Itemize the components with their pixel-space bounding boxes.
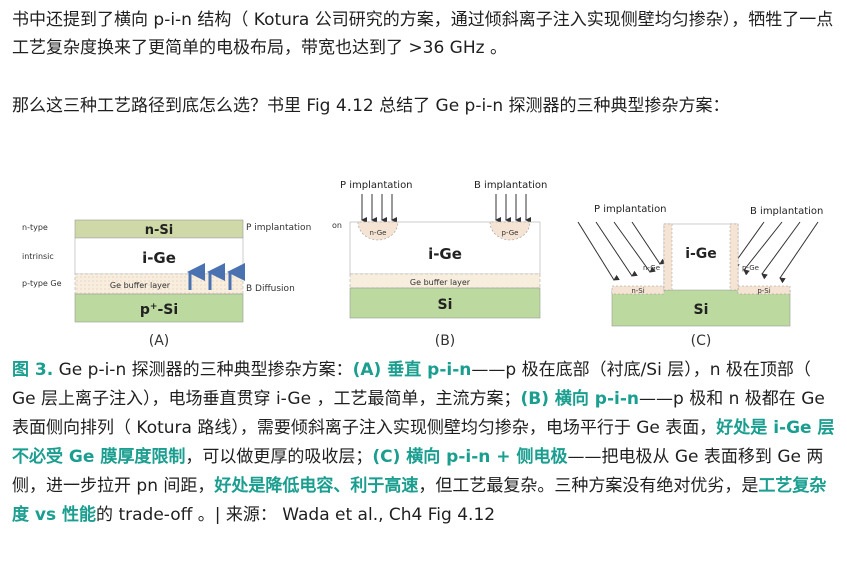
label-b-implantation-b: B implantation <box>474 180 547 191</box>
mesa-i-ge-c-label: i-Ge <box>685 246 717 262</box>
figure-doping-schemes: n-type intrinsic p-type Ge n-Si i-Ge Ge … <box>0 172 847 352</box>
label-b-implantation-c: B implantation <box>750 206 823 217</box>
figure-caption: 图 3. Ge p-i-n 探测器的三种典型掺杂方案：(A) 垂直 p-i-n—… <box>12 356 836 530</box>
caption-advantage-b: 好处是 i-Ge 层不必受 Ge 膜厚度限制 <box>12 418 835 467</box>
sidewall-p-ge-c <box>729 223 739 291</box>
caption-text-4: ，可以做更厚的吸收层； <box>185 447 373 467</box>
label-p-implantation-c: P implantation <box>594 204 667 215</box>
caption-fig-label: 图 3. <box>12 360 54 380</box>
layer-si-c <box>611 289 791 327</box>
mesa-i-ge-c <box>663 223 739 291</box>
label-p-si-c: p-Si <box>757 287 770 295</box>
layer-p-si <box>74 293 244 323</box>
layer-i-ge-label: i-Ge <box>142 249 176 267</box>
layer-si-b-label: Si <box>438 297 453 313</box>
caption-text-3: ——p 极和 n 极都在 Ge 表面侧向排列（ Kotura 路线），需要倾斜离… <box>12 389 825 438</box>
panel-b: on P implantation B implantation n-Ge p-… <box>332 180 547 349</box>
paragraph-intro: 书中还提到了横向 p-i-n 结构（ Kotura 公司研究的方案，通过倾斜离子… <box>12 10 834 58</box>
caption-text-6: ，但工艺最复杂。三种方案没有绝对优劣，是 <box>418 476 759 496</box>
panel-c-caption: (C) <box>691 333 712 349</box>
label-n-ge-b: n-Ge <box>370 229 387 237</box>
layer-buffer-b-label: Ge buffer layer <box>410 278 471 287</box>
panel-c: P implantation B implantation n-Si p-Si … <box>577 204 823 349</box>
layer-si-b <box>349 287 541 319</box>
label-ntype: n-type <box>22 223 48 232</box>
caption-text-7: 的 trade-off 。| 来源： Wada et al., Ch4 Fig … <box>96 505 496 525</box>
layer-p-si-label: p+-Si <box>140 302 178 318</box>
layer-n-si-label: n-Si <box>145 223 173 238</box>
caption-text-1: Ge p-i-n 探测器的三种典型掺杂方案： <box>53 360 353 380</box>
paragraph-question: 那么这三种工艺路径到底怎么选？书里 Fig 4.12 总结了 Ge p-i-n … <box>12 96 730 116</box>
b-implant-arrows-b <box>495 194 531 223</box>
panel-a-caption: (A) <box>149 333 170 349</box>
label-p-ge-c: p-Ge <box>742 264 759 272</box>
layer-buffer-b <box>349 273 541 289</box>
label-ptype: p-type Ge <box>22 279 62 288</box>
label-b-diffusion: B Diffusion <box>246 284 295 294</box>
layer-si-c-label: Si <box>694 302 709 318</box>
label-intrinsic: intrinsic <box>22 252 54 261</box>
b-implant-arrows-c <box>733 221 819 284</box>
caption-scheme-b: (B) 横向 p-i-n <box>520 389 640 409</box>
caption-scheme-a: (A) 垂直 p-i-n <box>352 360 472 380</box>
caption-text-2: ——p 极在底部（衬底/Si 层），n 极在顶部（ Ge 层上离子注入），电场垂… <box>12 360 811 409</box>
caption-advantage-c: 好处是降低电容、利于高速 <box>214 476 419 496</box>
p-implant-arrows-b <box>361 194 397 223</box>
caption-text-5: ——把电极从 Ge 表面移到 Ge 两侧，进一步拉开 pn 间距， <box>12 447 824 496</box>
region-p-ge-b <box>489 221 531 241</box>
panel-a: n-type intrinsic p-type Ge n-Si i-Ge Ge … <box>22 219 311 349</box>
caption-tradeoff: 工艺复杂度 vs 性能 <box>12 476 827 525</box>
region-n-ge-b <box>357 221 399 241</box>
layer-i-ge-b-label: i-Ge <box>428 245 462 263</box>
sidewall-n-ge-c <box>663 223 673 291</box>
label-n-ge-c: n-Ge <box>643 264 660 272</box>
panel-b-caption: (B) <box>435 333 456 349</box>
label-p-implantation-b: P implantation <box>340 180 413 191</box>
caption-scheme-c: (C) 横向 p-i-n + 侧电极 <box>372 447 568 467</box>
p-implant-arrows-c <box>577 221 666 281</box>
label-p-implantation-a: P implantation <box>246 223 311 233</box>
label-n-si-c: n-Si <box>631 287 644 295</box>
label-on: on <box>332 221 342 230</box>
layer-buffer-label: Ge buffer layer <box>110 281 171 290</box>
label-p-ge-b: p-Ge <box>502 229 519 237</box>
